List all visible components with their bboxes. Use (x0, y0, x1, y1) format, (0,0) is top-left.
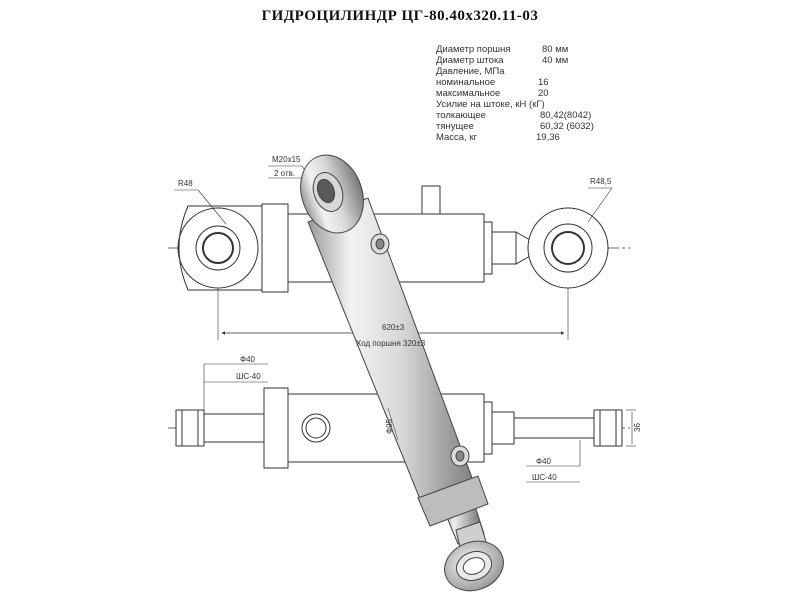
stroke-label: Ход поршня 320±3 (356, 339, 426, 348)
pin-diameter-left-label: Ф40 (240, 355, 256, 364)
left-eye-plan (175, 409, 205, 447)
eye-width-label: 36 (633, 423, 642, 432)
port-count-label: 2 отв. (274, 169, 295, 178)
spec-row: Диаметр поршня 80 мм (436, 44, 626, 55)
joint-right-label: ШС-40 (532, 473, 557, 482)
side-view (168, 165, 630, 340)
port-boss (421, 185, 441, 215)
rod-end-plan (513, 417, 595, 439)
spec-value: 16 (538, 77, 549, 88)
joint-left-label: ШС-40 (236, 372, 261, 381)
spec-table: Диаметр поршня 80 мм Диаметр штока 40 мм Д… (436, 44, 626, 143)
spec-value: 60,32 (6032) (540, 121, 594, 132)
front-gland (483, 221, 493, 275)
rod-side (491, 231, 517, 265)
radius-leader-right (587, 187, 613, 223)
rear-flange (261, 203, 289, 293)
barrel-diameter-label: Ф95 (385, 418, 394, 434)
spec-label: максимальное (436, 88, 501, 99)
gland-3d (417, 475, 489, 527)
right-eye-outline (527, 207, 609, 289)
port-plan-left (301, 413, 331, 443)
spec-label: Давление, МПа (436, 66, 505, 77)
spec-label: тянущее (436, 121, 474, 132)
spec-label: Усилие на штоке, кН (кГ) (436, 99, 545, 110)
left-lug-plan (203, 413, 265, 443)
spec-row: Давление, МПа (436, 66, 626, 77)
pin-diameter-right-label: Ф40 (536, 457, 552, 466)
radius-right-label: R48,5 (590, 177, 612, 186)
rod-plan (491, 411, 515, 445)
drawing-title: ГИДРОЦИЛИНДР ЦГ-80.40х320.11-03 (261, 8, 539, 24)
right-eye-plan (593, 409, 623, 447)
cylinder-3d-render (300, 154, 504, 592)
spec-value: 80,42(8042) (540, 110, 592, 121)
spec-row: Усилие на штоке, кН (кГ) (436, 99, 626, 110)
spec-label: номинальное (436, 77, 496, 88)
spec-row: Масса, кг 19,36 (436, 132, 626, 143)
spec-label: Масса, кг (436, 132, 477, 143)
spec-row: номинальное 16 (436, 77, 626, 88)
spec-row: толкающее 80,42(8042) (436, 110, 626, 121)
spec-row: тянущее 60,32 (6032) (436, 121, 626, 132)
spec-value: 19,36 (536, 132, 560, 143)
spec-row: максимальное 20 (436, 88, 626, 99)
spec-value: 40 мм (542, 55, 569, 66)
left-eye-bore (195, 225, 241, 271)
right-bushing (551, 231, 585, 265)
spec-value: 80 мм (542, 44, 569, 55)
right-eye-bore (543, 223, 593, 273)
radius-left-label: R48 (178, 179, 193, 188)
radius-leader-left (197, 189, 227, 225)
spec-value: 20 (538, 88, 549, 99)
spec-label: Диаметр поршня (436, 44, 511, 55)
rear-cap-plan (263, 387, 289, 469)
spec-label: толкающее (436, 110, 486, 121)
spec-row: Диаметр штока 40 мм (436, 55, 626, 66)
overall-length-label: 620±3 (382, 323, 405, 332)
dimension-labels: M20х15 2 отв. R48 R48,5 620±3 Ход поршня… (178, 155, 642, 482)
port-thread-label: M20х15 (272, 155, 301, 164)
left-bushing (202, 232, 234, 264)
spec-label: Диаметр штока (436, 55, 504, 66)
